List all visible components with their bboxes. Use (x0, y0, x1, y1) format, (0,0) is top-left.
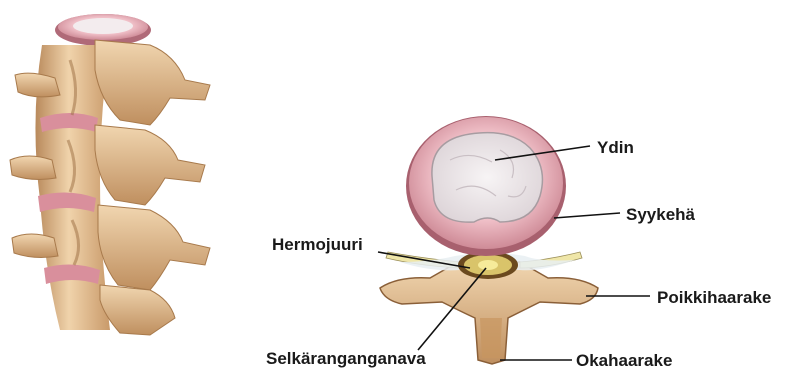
label-syykeha: Syykehä (626, 206, 695, 223)
vertebra-top-view-illustration (380, 116, 598, 364)
lumbar-spine-illustration (10, 14, 210, 335)
label-poikkihaarake: Poikkihaarake (657, 289, 771, 306)
label-hermojuuri: Hermojuuri (272, 236, 363, 253)
leader-syykeha (554, 213, 620, 218)
label-okahaarake: Okahaarake (576, 352, 672, 369)
label-ydin: Ydin (597, 139, 634, 156)
label-selkaranganganava: Selkäranganganava (266, 350, 426, 367)
nucleus (432, 133, 543, 223)
